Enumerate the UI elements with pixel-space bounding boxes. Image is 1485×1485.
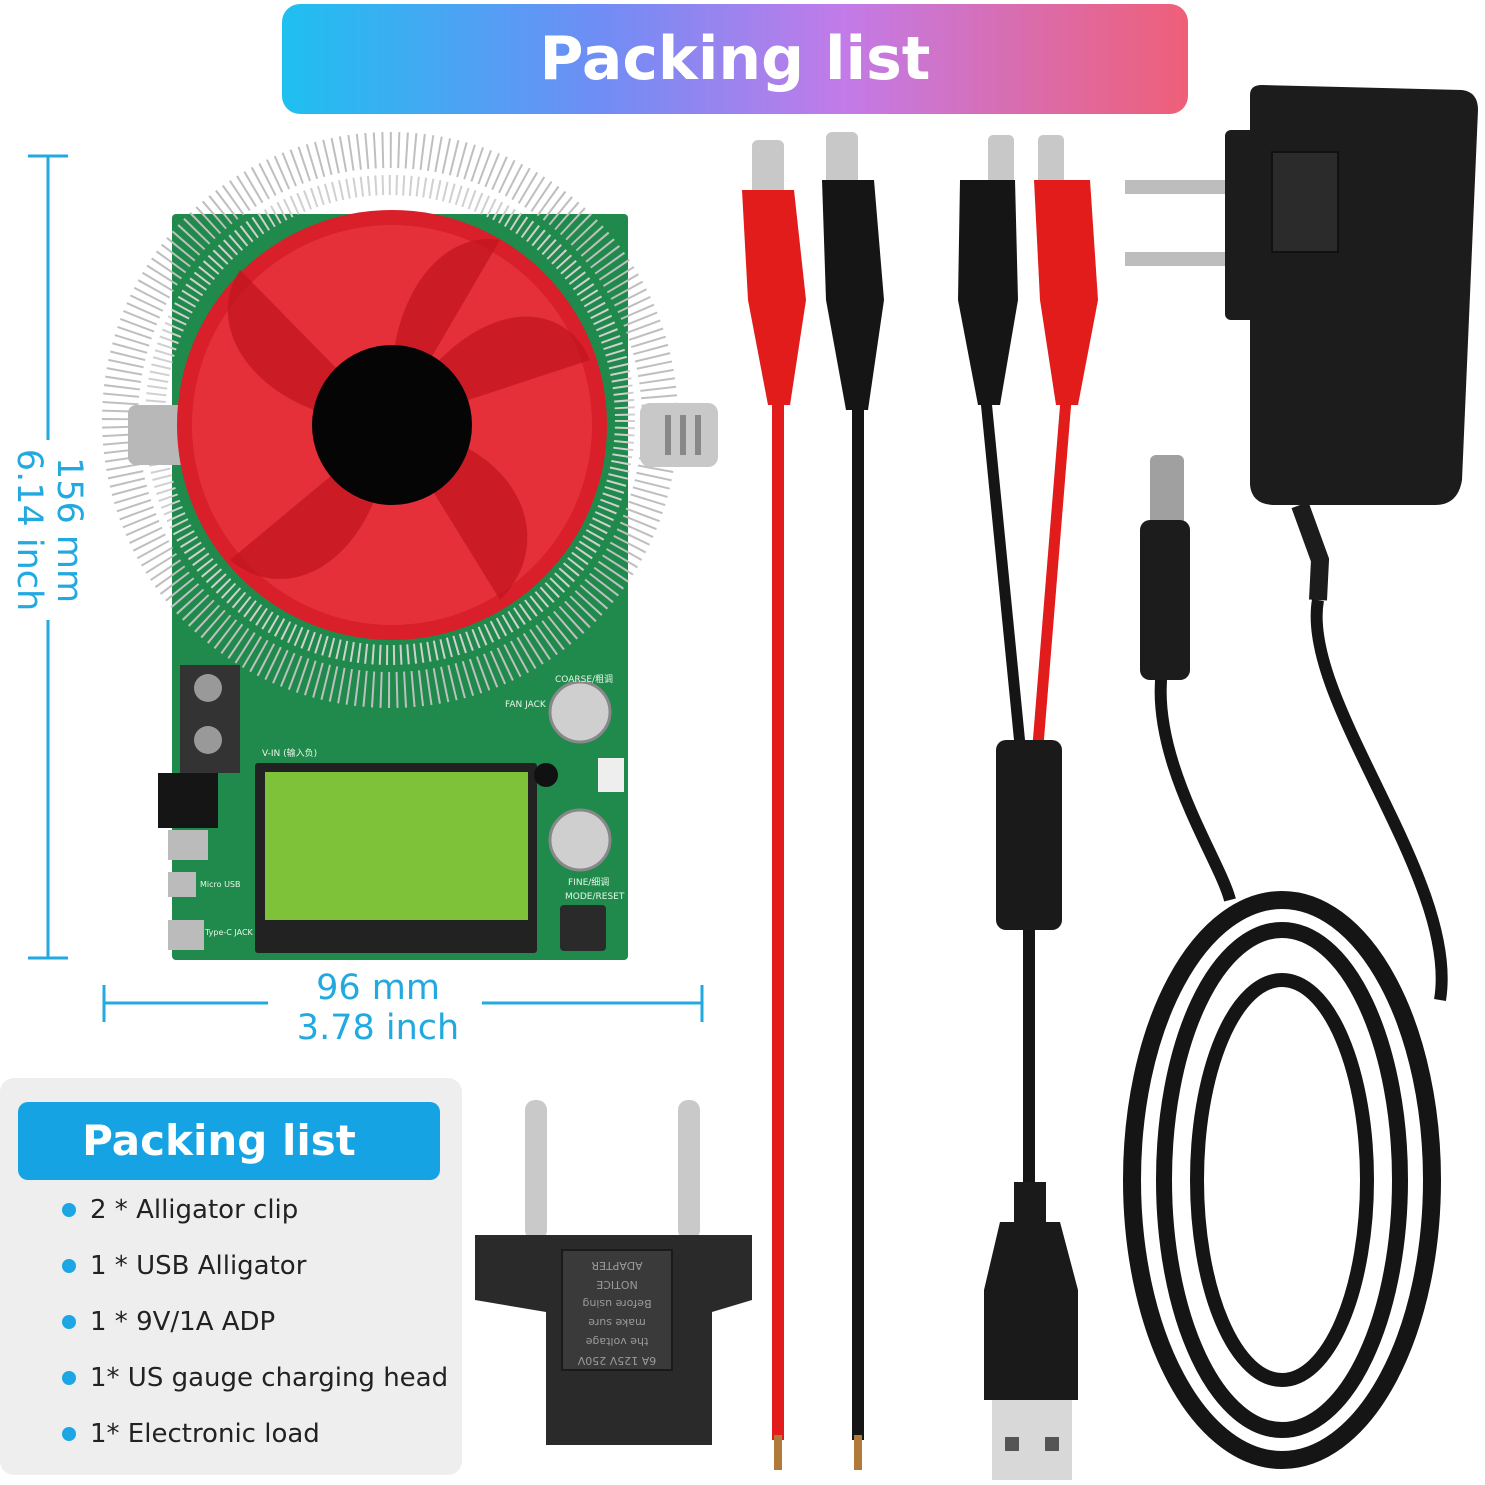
plug-text-line: the voltage	[585, 1335, 649, 1348]
list-item: 1 * USB Alligator	[62, 1246, 306, 1286]
bullet-icon	[62, 1259, 76, 1273]
plug-converter-label: 6A 125V 250V the voltage make sure Befor…	[562, 1252, 672, 1370]
height-dimension-text: 156 mm 6.14 inch	[9, 400, 89, 660]
bullet-icon	[62, 1315, 76, 1329]
top-banner	[282, 4, 1188, 114]
plug-rating: 6A 125V 250V	[577, 1354, 657, 1367]
plug-converter	[475, 1100, 752, 1445]
width-dimension-line	[102, 985, 704, 1022]
bullet-icon	[62, 1427, 76, 1441]
plug-text-line: make sure	[588, 1316, 646, 1329]
height-mm: 156 mm	[49, 456, 89, 604]
plug-text-line: NOTICE	[596, 1278, 638, 1291]
board-label-mode: MODE/RESET	[565, 892, 625, 902]
list-item-text: 1* US gauge charging head	[90, 1363, 449, 1393]
alligator-clip-pair-left	[742, 132, 884, 1470]
power-adapter	[1123, 85, 1478, 1469]
list-item: 1* US gauge charging head	[62, 1358, 448, 1398]
height-dimension-line	[28, 154, 68, 960]
list-item-text: 1 * 9V/1A ADP	[90, 1307, 276, 1337]
board-label-coarse: COARSE/粗调	[555, 675, 614, 685]
list-item: 1* Electronic load	[62, 1414, 320, 1454]
board-label-fan-jack: FAN JACK	[505, 700, 546, 710]
list-item-text: 1* Electronic load	[90, 1419, 320, 1449]
bullet-icon	[62, 1371, 76, 1385]
bullet-icon	[62, 1203, 76, 1217]
width-inch: 3.78 inch	[296, 1008, 460, 1048]
board-label-vin: V-IN (输入负)	[262, 749, 318, 759]
packing-list-header	[18, 1102, 440, 1180]
board-label-type-c: Type-C JACK	[205, 928, 253, 937]
list-item: 1 * 9V/1A ADP	[62, 1302, 275, 1342]
plug-text-line: Before using	[582, 1297, 652, 1310]
electronic-load-board	[102, 132, 718, 960]
board-label-micro-usb: Micro USB	[200, 880, 241, 889]
usb-alligator-cable	[958, 135, 1098, 1480]
width-dimension-text: 96 mm 3.78 inch	[228, 968, 528, 1048]
packing-list-title: Packing list	[82, 1116, 356, 1165]
list-item-text: 2 * Alligator clip	[90, 1195, 299, 1225]
banner-title: Packing list	[539, 24, 931, 94]
plug-text-line: ADAPTER	[591, 1259, 643, 1272]
list-item-text: 1 * USB Alligator	[90, 1251, 307, 1281]
width-mm: 96 mm	[316, 968, 440, 1008]
board-label-fine: FINE/细调	[568, 878, 610, 888]
height-inch: 6.14 inch	[9, 448, 49, 612]
list-item: 2 * Alligator clip	[62, 1190, 298, 1230]
